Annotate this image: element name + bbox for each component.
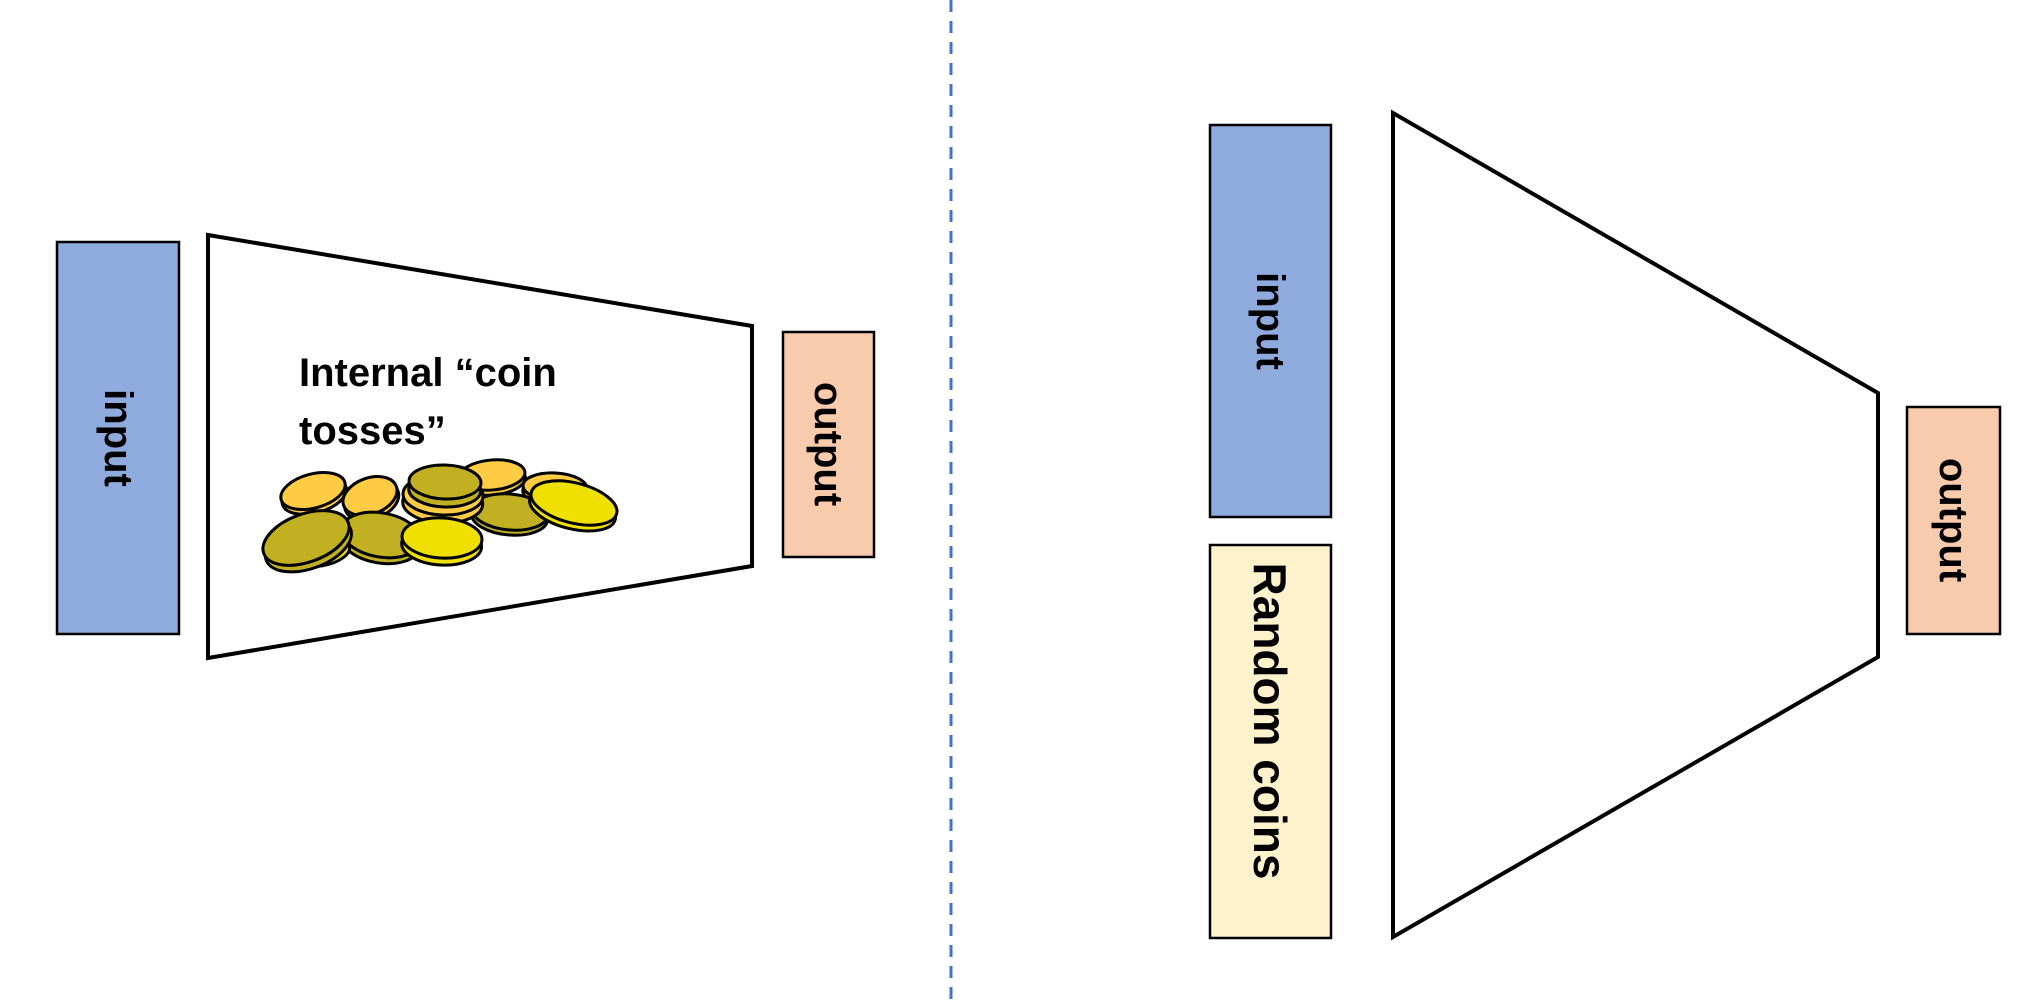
- coin: [528, 479, 619, 533]
- coin: [279, 470, 348, 516]
- model-caption-line-2: tosses”: [299, 409, 446, 453]
- right-output-box: [1905, 405, 2002, 636]
- left-output-box: [781, 330, 876, 559]
- right-input-box: [1208, 123, 1333, 519]
- right-panel: input Random coins output: [1208, 109, 2002, 941]
- left-model-trapezoid: [206, 232, 754, 661]
- random-coins-box: [1208, 543, 1333, 940]
- coin: [407, 463, 483, 509]
- left-output-label: output: [806, 382, 850, 506]
- right-input-label: input: [1248, 272, 1292, 370]
- left-input-label: input: [96, 389, 140, 487]
- right-output-label: output: [1931, 458, 1975, 582]
- random-coins-label: Random coins: [1244, 563, 1296, 880]
- coin: [341, 475, 401, 522]
- left-input-box: [55, 240, 181, 636]
- right-model-trapezoid: [1391, 109, 1880, 941]
- coin: [261, 509, 353, 574]
- coin-pile-icon: [261, 458, 619, 574]
- left-panel: input Internal “coin tosses”: [55, 232, 876, 661]
- model-caption-line-1: Internal “coin: [299, 351, 557, 395]
- coin: [400, 516, 484, 567]
